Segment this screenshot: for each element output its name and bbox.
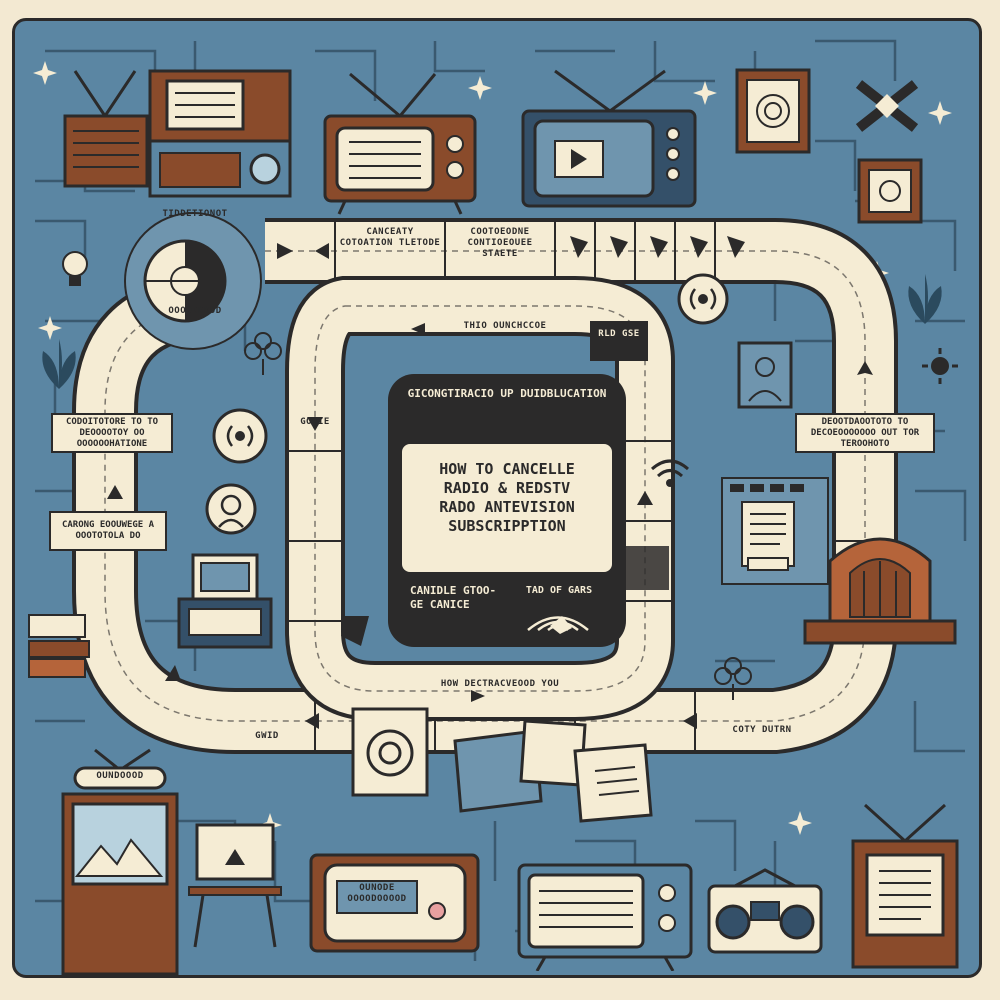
radio-cabinet-icon <box>148 69 292 198</box>
boombox-icon <box>707 868 823 954</box>
track-tile-continue: COOTOEODNE CONTIOEOUEE STAETE <box>467 227 533 259</box>
flower-bottom-icon <box>714 657 752 700</box>
hero-top-label: GICONGTIRACIO UP DUIDBLUCATION <box>407 387 607 400</box>
board: CANCEATY COTOATION TLETODE COOTOEODNE CO… <box>12 18 982 978</box>
track-tile-cancel: CANCEATY COTOATION TLETODE <box>339 227 441 248</box>
tv-top-center-icon <box>323 72 477 215</box>
tv-cabinet-bottom-left-icon <box>61 748 179 975</box>
flower-icon <box>244 332 282 375</box>
track-tile-bottom-left: GWID <box>255 731 279 741</box>
banner-left-bottom: CARONG EOOUWEGE A OOOTOTOLA DO <box>49 511 167 551</box>
hero-bottom-right: TAD OF GARS <box>525 585 593 596</box>
radio-waves-icon <box>212 408 268 464</box>
lightbulb-icon <box>62 251 88 286</box>
track-tile-inner-left: GOGIE <box>300 417 330 427</box>
tv-cabinet-label: OUNDOOOD <box>96 771 144 781</box>
woman-frame-icon <box>737 341 793 409</box>
small-frame-icon <box>857 158 923 224</box>
hero-title-line-2: RADIO & REDSTV <box>443 479 571 497</box>
track-tile-inner-top-right: RLD GSE <box>598 329 640 339</box>
document-icon <box>721 477 829 585</box>
tv-bottom-label: OUNODE OOOODOOOOD <box>347 883 407 904</box>
tv-bottom-right-icon <box>851 803 959 969</box>
hero-bottom-left: CANIDLE GTOO-GE CANICE <box>410 584 497 611</box>
hero-card: GICONGTIRACIO UP DUIDBLUCATION HOW TO CA… <box>388 374 626 647</box>
books-icon <box>28 614 90 678</box>
game-track <box>72 218 898 754</box>
hero-title-panel: HOW TO CANCELLE RADIO & REDSTV RADO ANTE… <box>402 444 612 572</box>
dial-icon <box>124 212 262 350</box>
plant-left-icon <box>42 339 76 389</box>
banner-left-top: CODOITOTORE TO TO DEOOOOTOY OO OOOOOOHAT… <box>51 413 173 453</box>
tv-bottom-center-left-icon <box>309 853 480 953</box>
cassette-tv-icon <box>177 553 273 649</box>
dial-label-top: TIDDETIONOT <box>162 209 228 219</box>
hero-title-line-4: SUBSCRIPPTION <box>448 517 566 535</box>
plant-right-icon <box>908 274 942 324</box>
person-portrait-icon <box>205 483 257 535</box>
radio-waves-top-icon <box>677 273 729 325</box>
easel-icon <box>188 823 282 948</box>
wifi-icon <box>651 459 689 487</box>
tv-bottom-center-icon <box>517 863 693 971</box>
track-tile-inner-top: THIO OUNCHCCOE <box>463 321 547 331</box>
vintage-radio-icon <box>803 537 957 645</box>
cross-icon <box>855 80 919 132</box>
tv-play-icon <box>521 69 697 208</box>
track-tile-inner-bottom: HOW DECTRACVEOOD YOU <box>440 679 560 689</box>
sun-icon <box>922 348 958 384</box>
signal-waves-icon <box>527 616 589 634</box>
papers-icon <box>351 707 653 823</box>
hero-title-line-3: RADO ANTEVISION <box>439 498 575 516</box>
banner-right: DEOOTDAOOTOTO TO DECOEOOOOOOO OUT TOR TE… <box>795 413 935 453</box>
tv-top-left-icon <box>63 70 149 188</box>
framed-picture-icon <box>735 68 811 154</box>
track-tile-bottom-right: COTY DUTRN <box>732 725 792 735</box>
dial-label-bottom: OOOOIDDOD <box>168 306 222 316</box>
hero-title: HOW TO CANCELLE RADIO & REDSTV RADO ANTE… <box>402 460 612 536</box>
hero-title-line-1: HOW TO CANCELLE <box>439 460 575 478</box>
